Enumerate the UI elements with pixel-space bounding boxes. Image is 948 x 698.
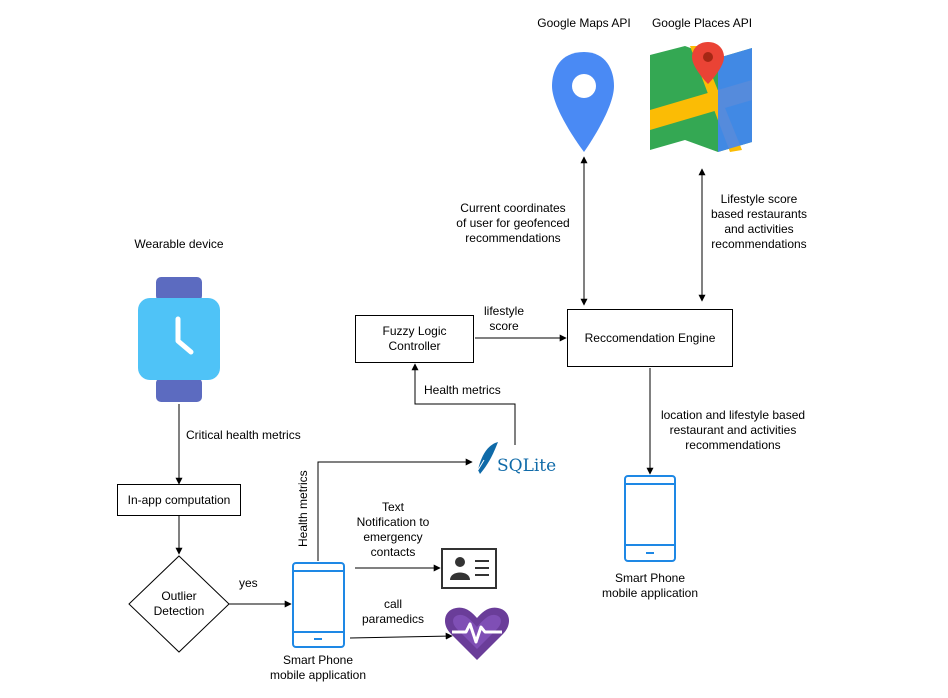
lifestyle-recs-line-2: based restaurants bbox=[710, 207, 808, 221]
outlier-detection-label: Outlier Detection bbox=[139, 589, 219, 619]
health-metrics-vertical-label: Health metrics bbox=[296, 470, 310, 547]
fuzzy-logic-line-1: Fuzzy Logic bbox=[382, 324, 447, 338]
edge-phone-paramedics bbox=[349, 632, 453, 640]
lifestyle-recs-line-3: and activities bbox=[724, 222, 794, 236]
smart-phone-left-line-2: mobile application bbox=[269, 668, 367, 682]
critical-health-metrics-label: Critical health metrics bbox=[186, 428, 301, 442]
call-paramedics-label: call paramedics bbox=[353, 597, 433, 627]
text-notification-line-4: contacts bbox=[370, 545, 416, 559]
recommendation-engine-label: Reccomendation Engine bbox=[584, 330, 716, 345]
google-places-api-label: Google Places API bbox=[651, 16, 753, 30]
lifestyle-edge-line-2: score bbox=[489, 319, 519, 333]
in-app-computation-node: In-app computation bbox=[117, 484, 241, 516]
google-maps-api-label: Google Maps API bbox=[537, 16, 631, 30]
sqlite-feather-icon bbox=[477, 442, 498, 474]
lifestyle-score-edge-label: lifestyle score bbox=[474, 304, 534, 334]
yes-label: yes bbox=[239, 576, 258, 590]
wearable-device-label: Wearable device bbox=[134, 237, 224, 251]
sqlite-logo-text: SQLite bbox=[497, 456, 557, 476]
smart-phone-right-label: Smart Phone mobile application bbox=[590, 571, 710, 601]
location-lifestyle-line-2: restaurant and activities bbox=[669, 423, 797, 437]
recommendation-engine-node: Reccomendation Engine bbox=[567, 309, 733, 367]
smart-phone-right-line-1: Smart Phone bbox=[614, 571, 686, 585]
edge-sqlite-fuzzy bbox=[411, 363, 516, 445]
smart-phone-left-label: Smart Phone mobile application bbox=[258, 653, 378, 683]
current-coordinates-line-3: recommendations bbox=[465, 231, 561, 245]
map-icon bbox=[650, 42, 752, 152]
current-coordinates-label: Current coordinates of user for geofence… bbox=[443, 201, 583, 246]
edge-phone-sqlite bbox=[317, 458, 473, 561]
current-coordinates-line-2: of user for geofenced bbox=[456, 216, 570, 230]
health-metrics-top-label: Health metrics bbox=[424, 383, 501, 397]
location-lifestyle-line-3: recommendations bbox=[685, 438, 781, 452]
text-notification-label: Text Notification to emergency contacts bbox=[348, 500, 438, 560]
outlier-line-2: Detection bbox=[153, 604, 205, 618]
contact-card-icon bbox=[441, 548, 497, 589]
outlier-diamond-shape bbox=[128, 555, 230, 653]
call-paramedics-line-2: paramedics bbox=[361, 612, 425, 626]
smart-phone-left-line-1: Smart Phone bbox=[282, 653, 354, 667]
text-notification-line-2: Notification to bbox=[356, 515, 430, 529]
text-notification-line-1: Text bbox=[381, 500, 404, 514]
fuzzy-logic-line-2: Controller bbox=[388, 339, 441, 353]
location-lifestyle-label: location and lifestyle based restaurant … bbox=[648, 408, 818, 453]
lifestyle-recs-line-4: recommendations bbox=[711, 237, 807, 251]
smartwatch-icon bbox=[138, 277, 220, 402]
heart-pulse-icon bbox=[444, 607, 510, 660]
current-coordinates-line-1: Current coordinates bbox=[460, 201, 566, 215]
map-pin-icon bbox=[552, 52, 614, 152]
smart-phone-right-line-2: mobile application bbox=[601, 586, 699, 600]
smartphone-right-icon bbox=[624, 475, 676, 562]
in-app-computation-label: In-app computation bbox=[127, 492, 231, 507]
lifestyle-edge-line-1: lifestyle bbox=[483, 304, 524, 318]
text-notification-line-3: emergency bbox=[363, 530, 423, 544]
location-lifestyle-line-1: location and lifestyle based bbox=[660, 408, 806, 422]
lifestyle-recs-line-1: Lifestyle score bbox=[720, 192, 798, 206]
outlier-line-1: Outlier bbox=[161, 589, 197, 603]
call-paramedics-line-1: call bbox=[383, 597, 402, 611]
smartphone-left-icon bbox=[292, 562, 345, 648]
lifestyle-score-recommendations-label: Lifestyle score based restaurants and ac… bbox=[700, 192, 818, 252]
